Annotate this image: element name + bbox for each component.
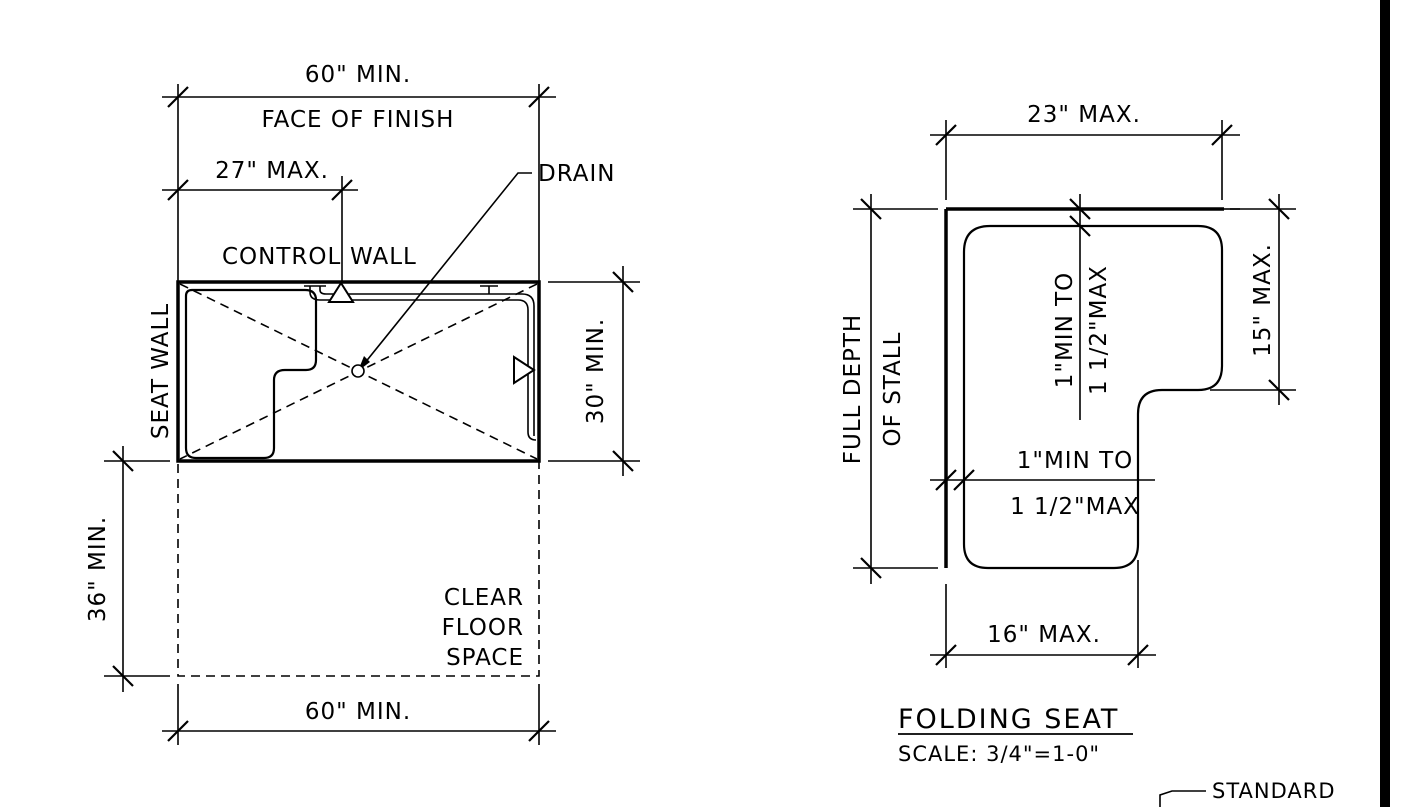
gap-horizontal-line1: 1"MIN TO <box>1017 448 1134 474</box>
shower-plan: 60" MIN. FACE OF FINISH 27" MAX. DRAIN C… <box>85 62 640 745</box>
seat-dim-depth: 15" MAX. <box>1210 194 1296 405</box>
dim-bottom-width: 60" MIN. <box>162 684 556 745</box>
seat-wall-label: SEAT WALL <box>148 303 174 439</box>
dim-control-offset-label: 27" MAX. <box>215 158 329 184</box>
face-of-finish-label: FACE OF FINISH <box>262 107 455 133</box>
showerhead-icon <box>513 355 536 385</box>
folding-seat-scale: SCALE: 3/4"=1-0" <box>898 742 1100 766</box>
seat-gap-horizontal: 1"MIN TO 1 1/2"MAX <box>930 448 1155 520</box>
full-depth-line2: OF STALL <box>880 332 906 447</box>
gap-vertical-line2: 1 1/2"MAX <box>1086 265 1112 395</box>
corner-note: STANDARD <box>1159 779 1336 807</box>
seat-dim-full-depth: FULL DEPTH OF STALL <box>840 194 938 584</box>
seat-dim-bottom: 16" MAX. <box>930 560 1156 668</box>
seat-dim-depth-label: 15" MAX. <box>1250 243 1276 357</box>
seat-dim-width-label: 23" MAX. <box>1027 102 1141 128</box>
dim-clear-depth: 36" MIN. <box>85 446 170 692</box>
control-wall-label-2: WALL <box>350 244 417 270</box>
clear-floor-space <box>177 460 540 677</box>
dim-depth-label: 30" MIN. <box>583 318 609 424</box>
seat-dim-bottom-label: 16" MAX. <box>987 622 1101 648</box>
dim-control-offset: 27" MAX. <box>162 158 358 282</box>
gap-vertical-line1: 1"MIN TO <box>1052 272 1078 389</box>
sheet-border <box>1380 0 1390 807</box>
dim-depth: 30" MIN. <box>548 266 640 476</box>
clear-floor-line2: FLOOR <box>442 615 524 641</box>
control-valve-icon <box>327 281 355 303</box>
dim-clear-depth-label: 36" MIN. <box>85 516 111 622</box>
control-wall-label: CONTROL <box>222 244 341 270</box>
dim-bottom-width-label: 60" MIN. <box>305 699 411 725</box>
seat-gap-vertical: 1"MIN TO 1 1/2"MAX <box>1052 194 1112 420</box>
dim-top-width-label: 60" MIN. <box>305 62 411 88</box>
seat-dim-width: 23" MAX. <box>930 102 1240 200</box>
full-depth-line1: FULL DEPTH <box>840 314 866 464</box>
folding-seat-title: FOLDING SEAT <box>898 704 1119 735</box>
grab-bar <box>304 285 537 441</box>
dim-top-width: 60" MIN. FACE OF FINISH <box>162 62 556 282</box>
drain-icon <box>351 364 365 378</box>
clear-floor-line3: SPACE <box>446 645 524 671</box>
gap-horizontal-line2: 1 1/2"MAX <box>1010 494 1140 520</box>
folding-seat-detail: 23" MAX. FULL DEPTH OF STALL 1"MIN TO 1 … <box>840 102 1296 766</box>
corner-note-label: STANDARD <box>1212 779 1336 803</box>
folding-seat-outline <box>962 224 1224 570</box>
shower-seat-outline <box>184 288 318 460</box>
drain-label: DRAIN <box>538 161 615 187</box>
clear-floor-line1: CLEAR <box>444 585 524 611</box>
